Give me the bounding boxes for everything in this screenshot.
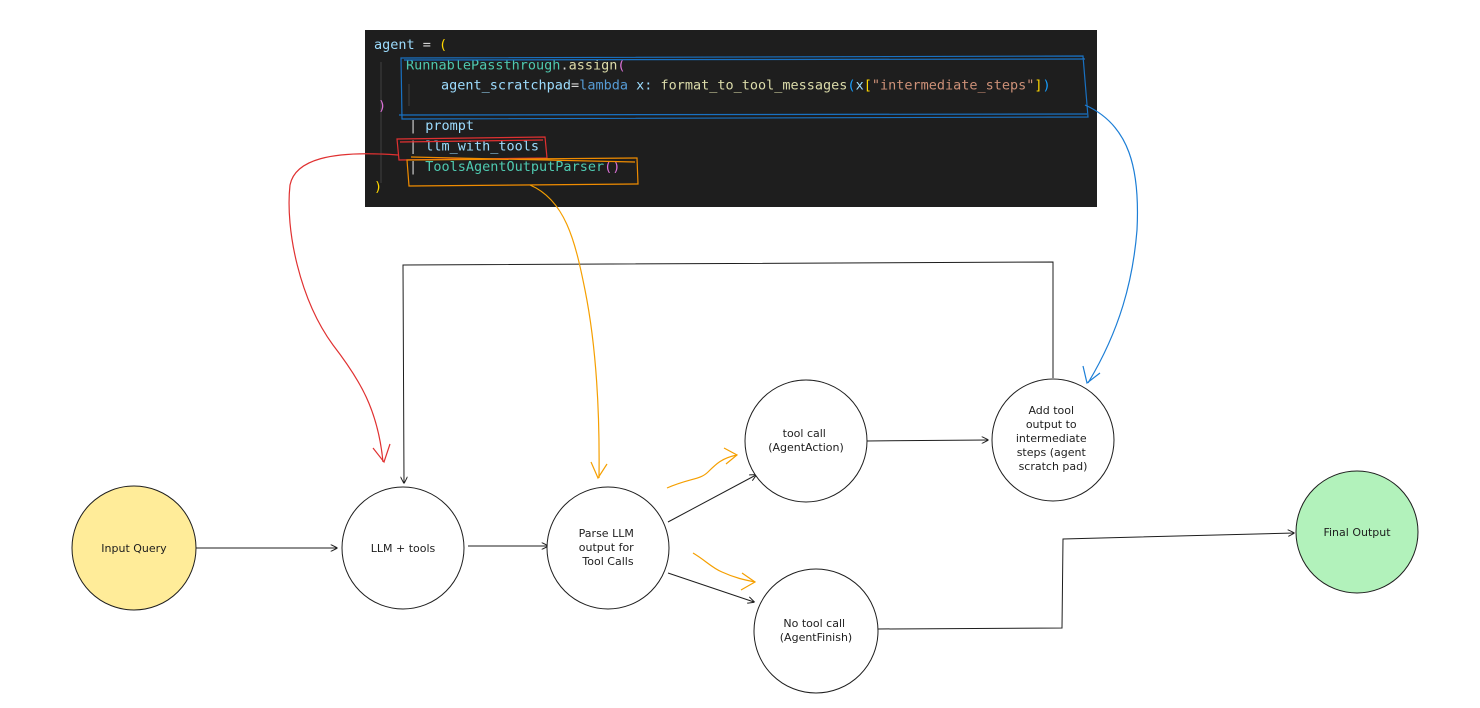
edge-toolcall-to-addtool — [865, 440, 988, 441]
blue-arrowhead — [1082, 365, 1101, 385]
code-token: | — [409, 118, 425, 134]
code-line: | llm_with_tools — [409, 139, 539, 155]
code-token: ( — [439, 37, 447, 53]
node-no-tool-call: No tool call (AgentFinish) — [753, 568, 879, 694]
node-label: Parse LLM output for Tool Calls — [579, 527, 638, 568]
code-token: () — [604, 159, 620, 175]
code-line: ) — [374, 179, 382, 195]
node-label: LLM + tools — [371, 542, 436, 555]
highlight-box-assign — [398, 55, 1089, 120]
code-token: | — [409, 139, 425, 155]
code-token: ) — [378, 98, 386, 114]
edge-parse-to-toolcall — [667, 475, 756, 523]
node-circle — [991, 378, 1115, 502]
code-token: ] — [1034, 78, 1042, 94]
node-label: Final Output — [1323, 526, 1391, 539]
code-line: | prompt — [409, 118, 474, 134]
code-token: llm_with_tools — [425, 139, 539, 155]
node-circle — [744, 379, 868, 503]
node-label: Add tool output to intermediate steps (a… — [1016, 404, 1090, 473]
code-token: ToolsAgentOutputParser — [425, 159, 604, 175]
node-add-tool-output: Add tool output to intermediate steps (a… — [991, 378, 1115, 502]
orange-arrowhead — [590, 461, 608, 480]
code-panel: agent = (RunnablePassthrough.assign(agen… — [365, 30, 1097, 207]
code-line: RunnablePassthrough.assign( — [406, 57, 626, 73]
orange-squiggle-up-head — [723, 447, 739, 465]
code-token: prompt — [425, 118, 474, 134]
red-annotation-arrow — [288, 153, 399, 463]
highlight-box-parser — [406, 156, 639, 187]
code-token: ( — [617, 57, 625, 73]
orange-squiggle-down-head — [740, 572, 757, 591]
code-token: RunnablePassthrough — [406, 57, 560, 73]
node-label: Input Query — [101, 542, 167, 555]
code-token: format_to_tool_messages — [660, 78, 847, 94]
loop-edge — [403, 261, 1054, 483]
code-token: agent — [374, 37, 415, 53]
code-token: [ — [864, 78, 872, 94]
node-circle — [341, 486, 465, 610]
node-label: tool call (AgentAction) — [768, 427, 844, 454]
code-token: x: — [628, 78, 661, 94]
orange-squiggle-up — [666, 454, 738, 489]
code-lines: agent = (RunnablePassthrough.assign(agen… — [374, 37, 1051, 195]
code-line: | ToolsAgentOutputParser() — [409, 159, 620, 175]
code-token: | — [409, 159, 425, 175]
code-token: = — [571, 78, 579, 94]
orange-squiggle-down — [692, 552, 756, 583]
edge-parse-to-notoolcall — [667, 572, 754, 602]
node-tool-call: tool call (AgentAction) — [744, 379, 868, 503]
code-token: agent_scratchpad — [441, 78, 571, 94]
node-label: No tool call (AgentFinish) — [780, 617, 852, 644]
node-circle — [1295, 470, 1419, 594]
node-parse-llm-output: Parse LLM output for Tool Calls — [546, 486, 670, 610]
code-token: "intermediate_steps" — [872, 78, 1035, 94]
code-line: ) — [378, 98, 386, 114]
code-line: agent = ( — [374, 37, 447, 53]
node-circle — [753, 568, 879, 694]
orange-annotation-arrow — [529, 184, 600, 479]
code-token: . — [560, 57, 568, 73]
edge-notoolcall-to-final — [877, 533, 1294, 630]
code-token: ( — [847, 78, 855, 94]
blue-annotation-arrow — [1084, 104, 1139, 384]
code-token: ) — [374, 179, 382, 195]
code-token: = — [415, 37, 439, 53]
node-final-output: Final Output — [1295, 470, 1419, 594]
node-llm-tools: LLM + tools — [341, 486, 465, 610]
node-circle — [546, 486, 670, 610]
code-token: lambda — [579, 78, 628, 94]
code-token: assign — [569, 57, 618, 73]
highlight-box-llm — [396, 136, 548, 161]
code-token: ) — [1043, 78, 1051, 94]
code-line: agent_scratchpad=lambda x: format_to_too… — [441, 78, 1051, 94]
code-token: x — [856, 78, 864, 94]
red-arrowhead — [372, 443, 391, 464]
node-input-query: Input Query — [71, 485, 197, 611]
node-circle — [71, 485, 197, 611]
